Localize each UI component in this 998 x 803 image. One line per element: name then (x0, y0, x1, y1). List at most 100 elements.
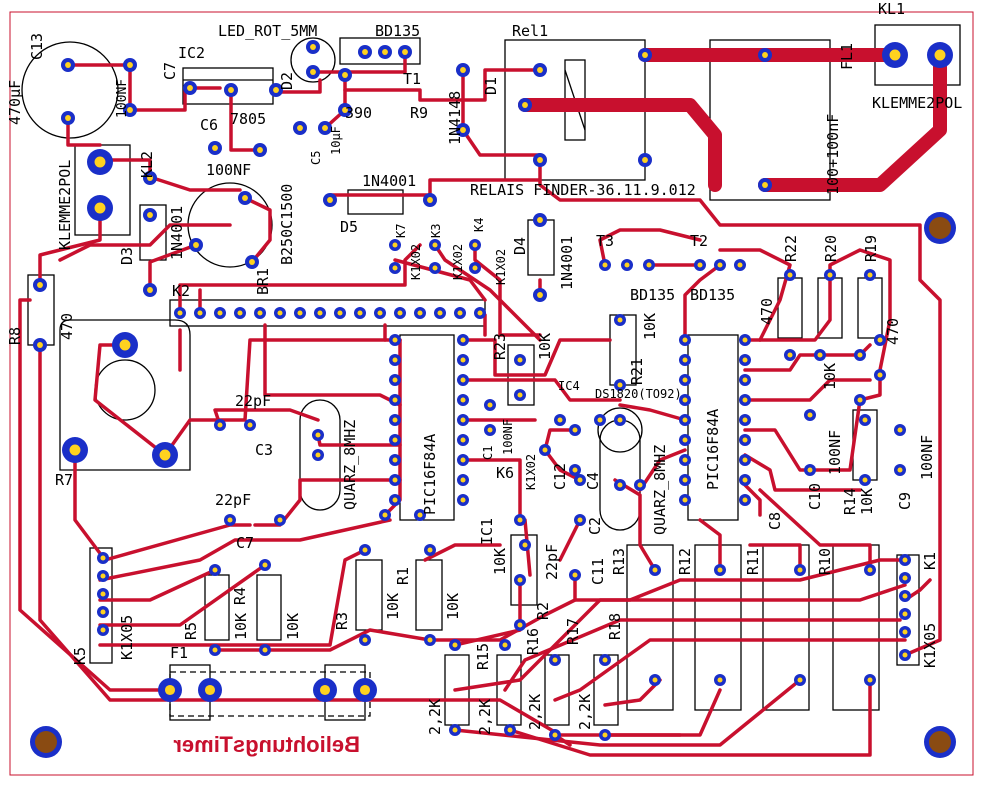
pad-drill-hole (417, 512, 423, 518)
label-c7-top: C7 (161, 62, 179, 80)
pad-drill-hole (552, 732, 558, 738)
label-c1: C1 (481, 446, 495, 460)
pad-drill-hole (787, 352, 793, 358)
pad-drill-hole (342, 72, 348, 78)
label-r14: R14 (841, 488, 859, 515)
pad-drill-hole (487, 427, 493, 433)
pad-drill-hole (624, 262, 630, 268)
label-r21: R21 (628, 358, 646, 385)
label-10k-3: 10K (384, 593, 402, 620)
label-100nf-d: 100NF (826, 430, 844, 475)
pad-drill-hole (652, 567, 658, 573)
label-100nf-b: 100NF (206, 161, 251, 179)
pad-drill-hole (742, 357, 748, 363)
label-ic2: IC2 (178, 44, 205, 62)
pad-drill-hole (646, 262, 652, 268)
pad-drill-hole (797, 677, 803, 683)
label-10uf: 10µF (329, 126, 343, 155)
label-2k2-d: 2,2K (576, 694, 594, 730)
pad-drill-hole (682, 437, 688, 443)
pad-drill-hole (902, 593, 908, 599)
pad-drill-hole (897, 427, 903, 433)
pad-drill-hole (522, 102, 528, 108)
pad-drill-hole (617, 482, 623, 488)
pad-drill-hole (867, 677, 873, 683)
pad-drill-hole (857, 397, 863, 403)
pad-drill-hole (460, 377, 466, 383)
pad-drill-hole (877, 372, 883, 378)
pad-drill-hole (100, 573, 106, 579)
label-2k2-b: 2,2K (476, 699, 494, 735)
pad-drill-hole (637, 482, 643, 488)
label-pic-b: PIC16F84A (704, 409, 722, 490)
pad-drill-hole (902, 629, 908, 635)
pad-drill-hole (317, 310, 323, 316)
pad-drill-hole (217, 422, 223, 428)
pad-drill-hole (517, 357, 523, 363)
label-t3: T3 (596, 232, 614, 250)
label-ds1820: DS1820(TO92) (595, 387, 682, 401)
pad-drill-hole (617, 382, 623, 388)
pad-drill-hole (249, 259, 255, 265)
pad-drill-hole (460, 437, 466, 443)
pad-drill-hole (94, 156, 106, 168)
label-ic1: IC1 (478, 518, 496, 545)
pad-drill-hole (542, 447, 548, 453)
pad-drill-hole (392, 497, 398, 503)
pad-drill-hole (867, 272, 873, 278)
pad-drill-hole (237, 310, 243, 316)
pad-drill-hole (362, 49, 368, 55)
label-d3: D3 (118, 247, 136, 265)
label-c10: C10 (806, 483, 824, 510)
pad-drill-hole (817, 352, 823, 358)
pad-drill-hole (537, 217, 543, 223)
pad-drill-hole (682, 377, 688, 383)
label-1n4001-left: 1N4001 (168, 206, 186, 260)
label-r22: R22 (782, 235, 800, 262)
label-2k2-c: 2,2K (526, 694, 544, 730)
pad-drill-hole (682, 337, 688, 343)
pad-drill-hole (212, 567, 218, 573)
label-10k-21: 10K (641, 313, 659, 340)
label-1n4001-mid: 1N4001 (362, 172, 416, 190)
board-title: BeliohtungsTimer (173, 732, 360, 757)
label-r2: R2 (534, 602, 552, 620)
label-10k-23: 10K (536, 333, 554, 360)
pad-drill-hole (357, 310, 363, 316)
pad-drill-hole (322, 125, 328, 131)
pad-drill-hole (382, 512, 388, 518)
label-pic-a: PIC16F84A (421, 434, 439, 515)
mounting-holes (30, 212, 956, 758)
pad-drill-hole (460, 337, 466, 343)
label-7805: 7805 (230, 110, 266, 128)
pad-drill-hole (392, 437, 398, 443)
pad-drill-hole (319, 684, 331, 696)
pad-drill-hole (597, 417, 603, 423)
label-d5: D5 (340, 218, 358, 236)
pad-drill-hole (212, 647, 218, 653)
label-c4: C4 (584, 472, 602, 490)
pad-drill-hole (460, 67, 466, 73)
label-10k-2: 10K (491, 548, 509, 575)
label-10k-5: 10K (232, 613, 250, 640)
pad-drill-hole (147, 287, 153, 293)
label-r23: R23 (491, 333, 509, 360)
label-22pf-c: 22pF (543, 544, 561, 580)
pad-drill-hole (717, 262, 723, 268)
label-k1: K1 (921, 552, 939, 570)
label-cap-100-100: 100+100nF (824, 114, 842, 195)
pad-drill-hole (177, 310, 183, 316)
label-100nf-c: 100NF (501, 419, 515, 455)
label-t2: T2 (690, 232, 708, 250)
pad-drill-hole (602, 657, 608, 663)
pad-drill-hole (472, 265, 478, 271)
label-klemme-top: KLEMME2POL (872, 94, 962, 112)
pad-drill-hole (392, 265, 398, 271)
label-fl: FL1 (838, 43, 856, 70)
pad-drill-hole (737, 262, 743, 268)
pad-drill-hole (787, 272, 793, 278)
pad-drill-hole (487, 402, 493, 408)
pad-drill-hole (65, 62, 71, 68)
pad-drill-hole (297, 125, 303, 131)
pad-drill-hole (100, 591, 106, 597)
